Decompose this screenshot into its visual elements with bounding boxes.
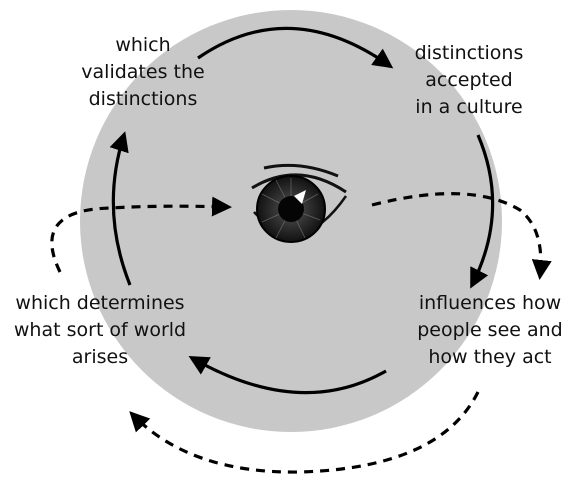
label-line: accepted — [425, 69, 513, 91]
label-validates-distinctions: which validates the distinctions — [48, 32, 238, 113]
arrow-bottom — [188, 356, 387, 395]
dashed-arrow-out-of-eye — [371, 192, 552, 280]
label-line: which — [115, 34, 171, 56]
label-determines-world: which determines what sort of world aris… — [0, 290, 200, 371]
label-line: how they act — [428, 346, 552, 368]
label-line: people see and — [417, 319, 563, 341]
label-line: arises — [71, 346, 129, 368]
label-line: influences how — [418, 292, 562, 314]
arrow-left — [109, 131, 132, 286]
label-line: in a culture — [415, 96, 523, 118]
arrow-right — [470, 134, 495, 289]
label-line: which determines — [15, 292, 185, 314]
label-influences-how-people-see: influences how people see and how they a… — [404, 290, 572, 371]
label-line: distinctions — [414, 42, 524, 64]
label-distinctions-accepted: distinctions accepted in a culture — [374, 40, 564, 121]
eye-icon — [251, 163, 348, 243]
arrow-top — [197, 26, 394, 69]
dashed-arrow-bottom-loop — [129, 391, 480, 474]
dashed-arrow-into-eye — [50, 196, 232, 273]
label-line: what sort of world — [13, 319, 187, 341]
label-line: distinctions — [88, 88, 198, 110]
label-line: validates the — [81, 61, 205, 83]
